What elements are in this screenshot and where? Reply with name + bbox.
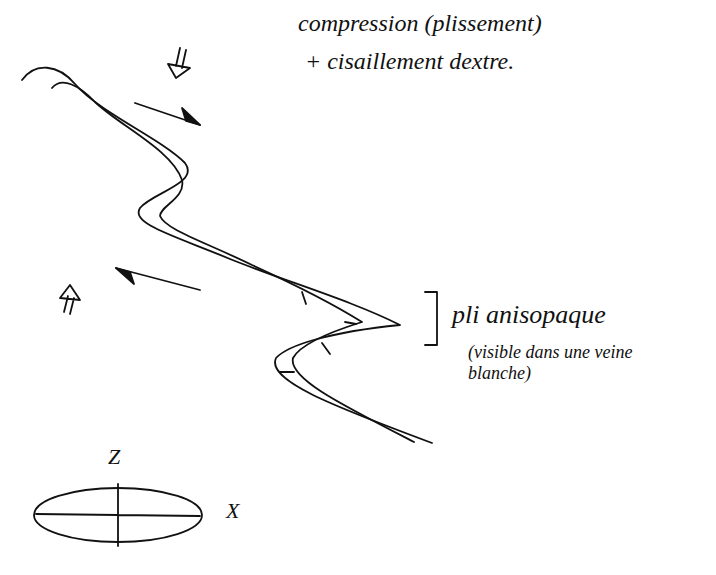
compression-arrow xyxy=(168,48,190,78)
annotation: + cisaillement dextre. xyxy=(305,48,514,76)
thickness-mark xyxy=(280,292,356,372)
vein-edge xyxy=(52,83,414,442)
axis-label: X xyxy=(226,498,239,523)
fold-label: pli anisopaque xyxy=(452,300,606,330)
shear-arrow xyxy=(116,268,200,290)
vein-edge xyxy=(22,68,432,443)
shear-arrow xyxy=(135,103,200,125)
axis-label: Z xyxy=(108,444,120,469)
annotation: compression (plissement) xyxy=(298,10,542,38)
shear-arrow xyxy=(182,108,200,125)
fold-note: (visible dans une veine blanche) xyxy=(468,342,643,383)
bracket xyxy=(425,292,437,345)
compression-arrow xyxy=(60,285,80,314)
strain-axis xyxy=(36,484,200,546)
shear-arrow xyxy=(116,268,134,284)
